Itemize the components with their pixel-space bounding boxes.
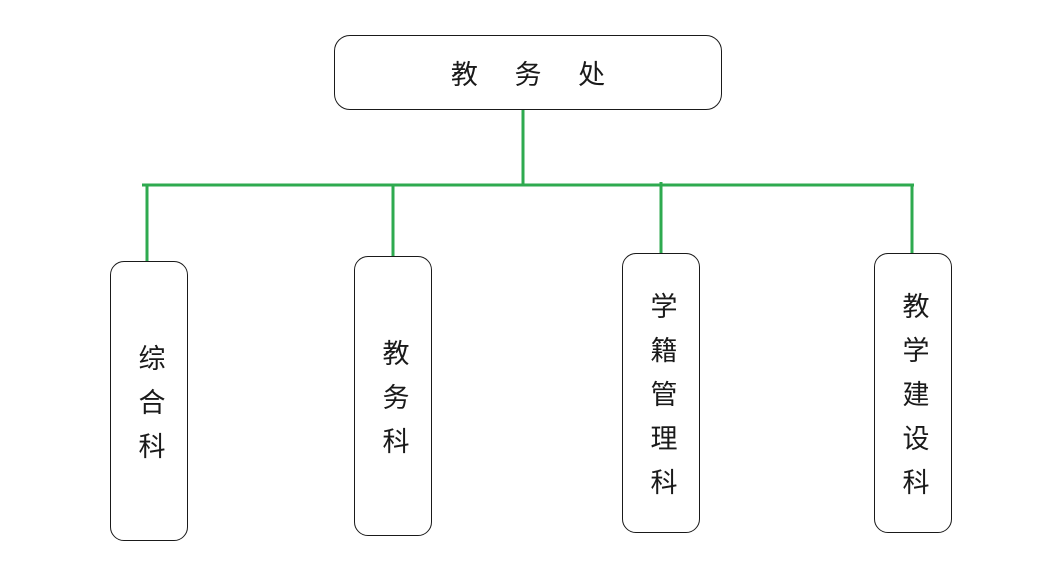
child-label: 教务科 [377, 338, 409, 471]
child-label: 教学建设科 [897, 291, 929, 512]
child-node-jiaoxue: 教学建设科 [874, 253, 952, 533]
root-node: 教 务 处 [334, 35, 722, 110]
child-node-zonghe: 综合科 [110, 261, 188, 541]
child-node-xueji: 学籍管理科 [622, 253, 700, 533]
root-label: 教 务 处 [450, 60, 620, 91]
child-node-jiaowu: 教务科 [354, 256, 432, 536]
child-label: 学籍管理科 [645, 291, 677, 512]
child-label: 综合科 [133, 343, 165, 476]
